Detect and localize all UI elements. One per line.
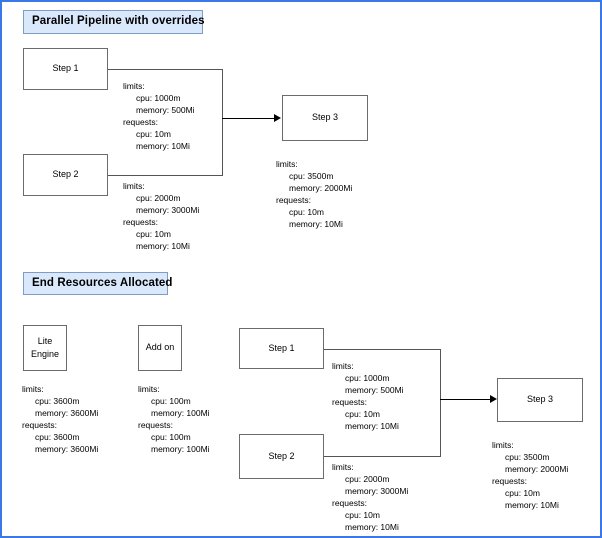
requests-memory-value: memory: 10Mi xyxy=(505,500,559,511)
limits-cpu-value: cpu: 1000m xyxy=(345,373,390,384)
requests-label: requests: xyxy=(276,195,311,206)
section-title-end-resources-allocated: End Resources Allocated xyxy=(23,272,172,295)
top-node-step-3[interactable]: Step 3 xyxy=(282,95,368,141)
bottom-node-lite-engine[interactable]: Lite Engine xyxy=(23,325,67,371)
requests-cpu-value: cpu: 10m xyxy=(345,510,380,521)
top-resources-step-1: limits: cpu: 1000m memory: 500Mi request… xyxy=(123,80,195,152)
limits-label: limits: xyxy=(492,440,514,450)
requests-cpu-value: cpu: 10m xyxy=(505,488,540,499)
requests-memory-value: memory: 3600Mi xyxy=(35,444,99,455)
requests-cpu-value: cpu: 10m xyxy=(136,229,171,240)
limits-memory-value: memory: 3000Mi xyxy=(136,205,200,216)
limits-label: limits: xyxy=(123,81,145,91)
limits-memory-value: memory: 100Mi xyxy=(151,408,210,419)
bottom-node-step-1[interactable]: Step 1 xyxy=(239,328,324,369)
top-node-step-1[interactable]: Step 1 xyxy=(23,48,108,90)
limits-memory-value: memory: 3000Mi xyxy=(345,486,409,497)
limits-memory-value: memory: 3600Mi xyxy=(35,408,99,419)
top-node-step-2-label: Step 2 xyxy=(52,169,79,180)
section-title-parallel-pipeline-label: Parallel Pipeline with overrides xyxy=(32,15,205,28)
limits-memory-value: memory: 500Mi xyxy=(345,385,404,396)
requests-memory-value: memory: 10Mi xyxy=(345,522,399,533)
limits-cpu-value: cpu: 2000m xyxy=(345,474,390,485)
limits-label: limits: xyxy=(138,384,160,394)
top-edge-step1-horizontal xyxy=(108,69,223,70)
bottom-node-step-3[interactable]: Step 3 xyxy=(497,378,583,422)
top-arrow-to-step3-head xyxy=(274,114,281,122)
requests-label: requests: xyxy=(332,498,367,509)
limits-label: limits: xyxy=(22,384,44,394)
requests-label: requests: xyxy=(332,397,367,408)
top-node-step-2[interactable]: Step 2 xyxy=(23,154,108,196)
bottom-edge-merge-vertical xyxy=(440,349,441,457)
top-node-step-1-label: Step 1 xyxy=(52,63,79,74)
requests-label: requests: xyxy=(138,420,173,431)
limits-label: limits: xyxy=(332,361,354,371)
requests-cpu-value: cpu: 10m xyxy=(289,207,324,218)
section-title-end-resources-allocated-label: End Resources Allocated xyxy=(32,276,173,289)
limits-cpu-value: cpu: 2000m xyxy=(136,193,181,204)
limits-cpu-value: cpu: 3500m xyxy=(505,452,550,463)
limits-label: limits: xyxy=(332,462,354,472)
requests-cpu-value: cpu: 100m xyxy=(151,432,191,443)
bottom-resources-step-1: limits: cpu: 1000m memory: 500Mi request… xyxy=(332,360,404,432)
limits-cpu-value: cpu: 100m xyxy=(151,396,191,407)
requests-label: requests: xyxy=(123,217,158,228)
bottom-node-add-on-label: Add on xyxy=(145,342,175,353)
bottom-resources-step-2: limits: cpu: 2000m memory: 3000Mi reques… xyxy=(332,461,408,533)
bottom-node-add-on[interactable]: Add on xyxy=(138,325,182,371)
top-resources-step-2: limits: cpu: 2000m memory: 3000Mi reques… xyxy=(123,180,199,252)
bottom-edge-step2-horizontal xyxy=(324,456,441,457)
section-title-parallel-pipeline: Parallel Pipeline with overrides xyxy=(23,10,205,34)
bottom-node-lite-engine-label: Lite Engine xyxy=(30,335,60,359)
bottom-resources-step-3: limits: cpu: 3500m memory: 2000Mi reques… xyxy=(492,439,568,511)
limits-cpu-value: cpu: 3600m xyxy=(35,396,80,407)
top-edge-step2-horizontal xyxy=(108,175,223,176)
requests-memory-value: memory: 10Mi xyxy=(136,141,190,152)
bottom-arrow-to-step3-head xyxy=(490,395,497,403)
bottom-resources-lite-engine: limits: cpu: 3600m memory: 3600Mi reques… xyxy=(22,383,98,455)
bottom-node-step-1-label: Step 1 xyxy=(268,342,295,353)
bottom-edge-step1-horizontal xyxy=(324,349,441,350)
top-edge-merge-vertical xyxy=(222,69,223,176)
requests-cpu-value: cpu: 10m xyxy=(345,409,380,420)
bottom-node-step-2[interactable]: Step 2 xyxy=(239,434,324,479)
limits-memory-value: memory: 500Mi xyxy=(136,105,195,116)
requests-memory-value: memory: 10Mi xyxy=(136,241,190,252)
limits-cpu-value: cpu: 1000m xyxy=(136,93,181,104)
requests-memory-value: memory: 10Mi xyxy=(289,219,343,230)
requests-memory-value: memory: 100Mi xyxy=(151,444,210,455)
limits-cpu-value: cpu: 3500m xyxy=(289,171,334,182)
limits-memory-value: memory: 2000Mi xyxy=(505,464,569,475)
requests-cpu-value: cpu: 10m xyxy=(136,129,171,140)
limits-memory-value: memory: 2000Mi xyxy=(289,183,353,194)
requests-label: requests: xyxy=(123,117,158,128)
top-arrow-to-step3-line xyxy=(222,118,275,119)
top-resources-step-3: limits: cpu: 3500m memory: 2000Mi reques… xyxy=(276,158,352,230)
requests-label: requests: xyxy=(492,476,527,487)
limits-label: limits: xyxy=(276,159,298,169)
requests-cpu-value: cpu: 3600m xyxy=(35,432,80,443)
top-node-step-3-label: Step 3 xyxy=(311,112,339,123)
requests-label: requests: xyxy=(22,420,57,431)
bottom-resources-add-on: limits: cpu: 100m memory: 100Mi requests… xyxy=(138,383,210,455)
bottom-node-step-3-label: Step 3 xyxy=(526,394,554,405)
requests-memory-value: memory: 10Mi xyxy=(345,421,399,432)
bottom-arrow-to-step3-line xyxy=(440,399,491,400)
bottom-node-step-2-label: Step 2 xyxy=(268,450,295,461)
limits-label: limits: xyxy=(123,181,145,191)
